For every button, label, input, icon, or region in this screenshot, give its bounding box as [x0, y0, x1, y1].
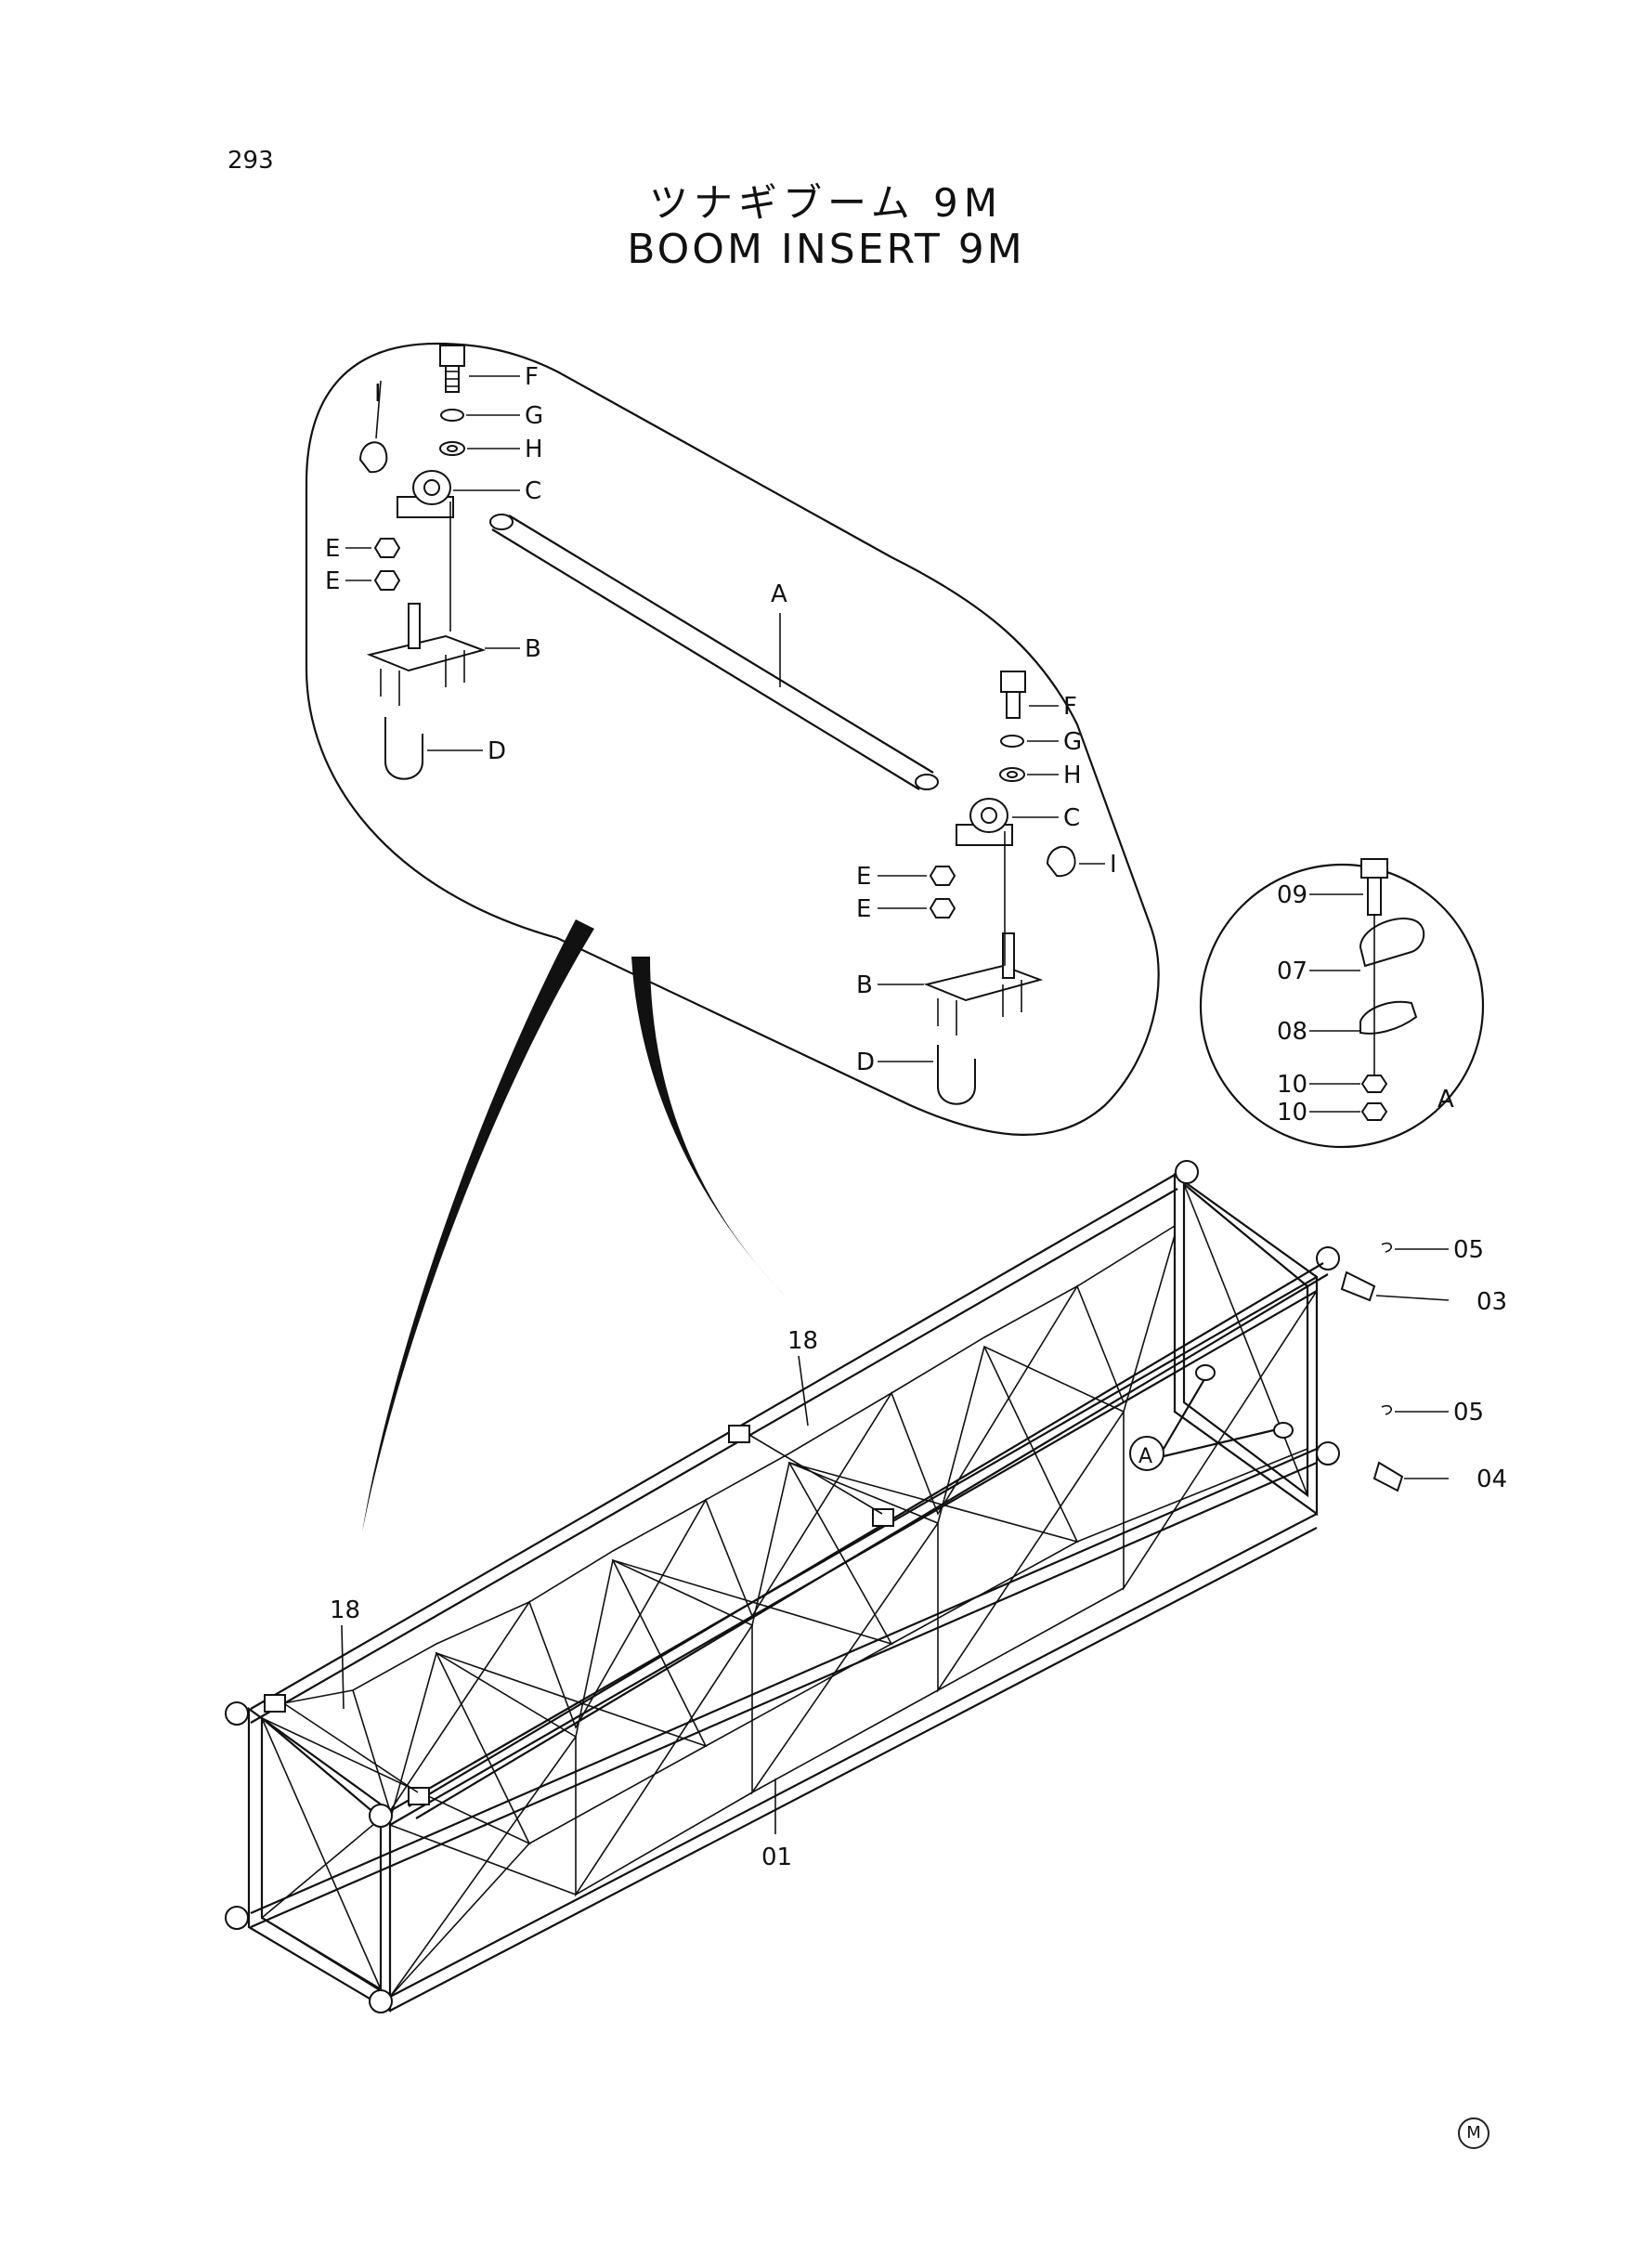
title-japanese: ツナギブーム 9M: [648, 180, 1004, 226]
label-b-top: B: [525, 635, 541, 663]
label-08: 08: [1277, 1018, 1307, 1046]
label-f-top: F: [525, 363, 539, 391]
label-10b: 10: [1277, 1099, 1307, 1127]
label-h-bot: H: [1063, 762, 1082, 789]
label-e2-top: E: [325, 567, 340, 595]
label-04: 04: [1476, 1466, 1507, 1493]
label-03: 03: [1476, 1288, 1507, 1316]
boom-insert-truss: 05 03 05 04 18 18 01 A: [225, 1160, 1507, 2013]
manufacturer-mark: M: [1458, 2117, 1489, 2149]
label-h-top: H: [525, 436, 543, 463]
label-c-top: C: [525, 477, 541, 505]
label-g-top: G: [525, 402, 543, 430]
label-09: 09: [1277, 881, 1307, 909]
label-a-circle: A: [1138, 1445, 1152, 1468]
page-number: 293: [228, 147, 274, 175]
label-18-top: 18: [787, 1327, 818, 1355]
label-e1-bot: E: [856, 863, 871, 891]
label-10a: 10: [1277, 1071, 1307, 1099]
label-18-left: 18: [330, 1596, 360, 1624]
title-english: BOOM INSERT 9M: [627, 226, 1025, 273]
label-05b: 05: [1453, 1399, 1484, 1427]
label-01: 01: [761, 1844, 792, 1871]
detail-bubble: [305, 342, 1160, 1136]
lower-hardware-group: [878, 671, 1105, 1105]
label-d-top: D: [488, 737, 506, 765]
label-i-top: I: [374, 380, 382, 408]
label-b-bot: B: [856, 971, 873, 999]
label-clamp-a: A: [1437, 1086, 1454, 1114]
label-c-bot: C: [1063, 804, 1080, 832]
label-e2-bot: E: [856, 895, 871, 923]
label-05a: 05: [1453, 1236, 1484, 1264]
clamp-detail: 09 07 08 10 10 A: [1199, 858, 1485, 1149]
detail-leader-lines: [362, 919, 789, 1532]
upper-hardware-group: [345, 345, 520, 780]
label-i-bot: I: [1110, 851, 1117, 879]
shaft-a: [489, 514, 939, 790]
label-d-bot: D: [856, 1049, 875, 1076]
detail-labels: F G H C I E E B D A F G H C I E E B D: [325, 363, 1117, 1076]
label-e1-top: E: [325, 535, 340, 563]
label-f-bot: F: [1063, 693, 1077, 721]
label-07: 07: [1277, 958, 1307, 985]
label-a: A: [771, 580, 787, 608]
label-g-bot: G: [1063, 728, 1082, 756]
